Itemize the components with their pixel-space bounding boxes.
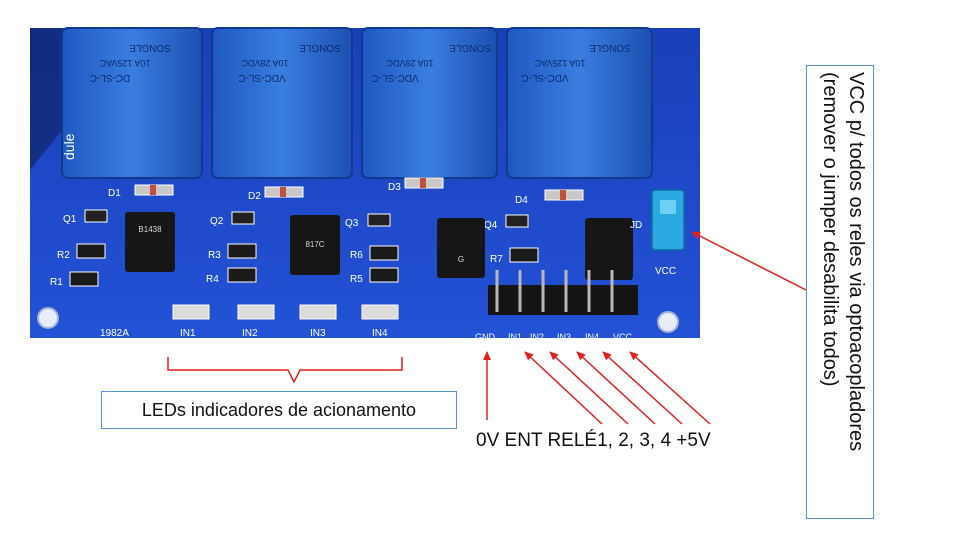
arrow-in2 xyxy=(549,351,629,425)
pin-label: IN4 xyxy=(585,332,599,342)
relay-spec-b: 10A 28VDC xyxy=(241,58,289,68)
indicator-leds: IN1 IN2 IN3 IN4 xyxy=(172,304,399,339)
mount-hole xyxy=(37,307,59,329)
led-caption-box: LEDs indicadores de acionamento xyxy=(101,391,457,429)
arrow-in3 xyxy=(576,351,656,425)
opto-marking: 817C xyxy=(305,240,324,249)
arrow-jumper xyxy=(691,231,807,291)
arrow-in1 xyxy=(524,351,603,425)
resistors: R2 R1 R3 R4 R6 R5 R7 xyxy=(50,243,539,288)
relay-spec-a: 10A 125VAC xyxy=(99,58,150,68)
resistor-label: R3 xyxy=(208,250,221,261)
relay-brand: SONGLE xyxy=(129,42,171,53)
pin-label: IN3 xyxy=(557,332,571,342)
pin-label: IN1 xyxy=(508,332,522,342)
relay-4: SONGLE 10A 125VAC VDC-SL-C xyxy=(506,27,653,179)
relay-brand: SONGLE xyxy=(449,42,491,53)
jumper-label: JD xyxy=(630,220,642,231)
resistor-label: R2 xyxy=(57,250,70,261)
resistor-label: R6 xyxy=(350,250,363,261)
opto-marking: G xyxy=(458,255,464,264)
mount-hole xyxy=(657,311,679,333)
transistor-label: Q4 xyxy=(484,220,498,231)
relay-brand: SONGLE xyxy=(589,42,631,53)
pin-legend: 0V ENT RELÉ1, 2, 3, 4 +5V xyxy=(476,430,711,451)
vcc-note-box: VCC p/ todos os reles via optoacopladore… xyxy=(806,65,874,519)
header-pins: GND IN1 IN2 IN3 IN4 VCC xyxy=(475,270,638,342)
optocouplers: B1438 817C G xyxy=(125,212,633,280)
pin-arrows xyxy=(483,231,807,425)
led-caption: LEDs indicadores de acionamento xyxy=(141,399,417,420)
relay-spec-b: 10A 28VDC xyxy=(386,58,434,68)
resistor-label: R1 xyxy=(50,277,63,288)
pin-label: VCC xyxy=(613,332,633,342)
diode-label: D2 xyxy=(248,191,261,202)
vcc-note-line1: VCC p/ todos os reles via optoacopladore… xyxy=(845,72,867,452)
relay-model: DC-SL-C xyxy=(90,72,131,83)
opto-marking: B1438 xyxy=(138,225,162,234)
silk-module-text: dule xyxy=(61,133,77,160)
arrow-in4 xyxy=(602,351,683,425)
board-code: 1982A xyxy=(100,328,129,339)
resistor-label: R5 xyxy=(350,274,363,285)
relay-3: SONGLE 10A 28VDC VDC-SL-C xyxy=(361,27,498,179)
vcc-note-text: VCC p/ todos os reles via optoacopladore… xyxy=(813,72,869,514)
relay-1: SONGLE 10A 125VAC DC-SL-C xyxy=(61,27,203,179)
transistors: Q1 Q2 Q3 Q4 xyxy=(63,209,529,231)
resistor-label: R4 xyxy=(206,274,219,285)
vcc-note-line2: (remover o jumper desabilita todos) xyxy=(819,72,841,387)
vcc-jumper: JD VCC xyxy=(630,189,685,277)
jumper-label: VCC xyxy=(655,266,676,277)
relay-spec-a: 10A 125VAC xyxy=(534,58,585,68)
led-label: IN1 xyxy=(180,328,196,339)
led-label: IN4 xyxy=(372,328,388,339)
board-dark-edge xyxy=(30,28,62,170)
relay-2: SONGLE 10A 28VDC VDC-SL-C xyxy=(211,27,353,179)
relay-model: VDC-SL-C xyxy=(371,72,418,83)
resistor-label: R7 xyxy=(490,254,503,265)
relay-model: VDC-SL-C xyxy=(521,72,568,83)
pin-label: IN2 xyxy=(530,332,544,342)
transistor-label: Q3 xyxy=(345,218,359,229)
transistor-label: Q1 xyxy=(63,214,77,225)
arrow-vcc xyxy=(629,351,711,425)
led-label: IN2 xyxy=(242,328,258,339)
pin-label: GND xyxy=(475,332,496,342)
transistor-label: Q2 xyxy=(210,216,224,227)
led-label: IN3 xyxy=(310,328,326,339)
diode-label: D1 xyxy=(108,188,121,199)
led-bracket xyxy=(167,357,403,384)
diode-row: D1 D2 D3 D4 xyxy=(108,177,584,206)
relay-brand: SONGLE xyxy=(299,42,341,53)
diode-label: D4 xyxy=(515,195,528,206)
diode-label: D3 xyxy=(388,182,401,193)
relay-model: VDC-SL-C xyxy=(238,72,285,83)
